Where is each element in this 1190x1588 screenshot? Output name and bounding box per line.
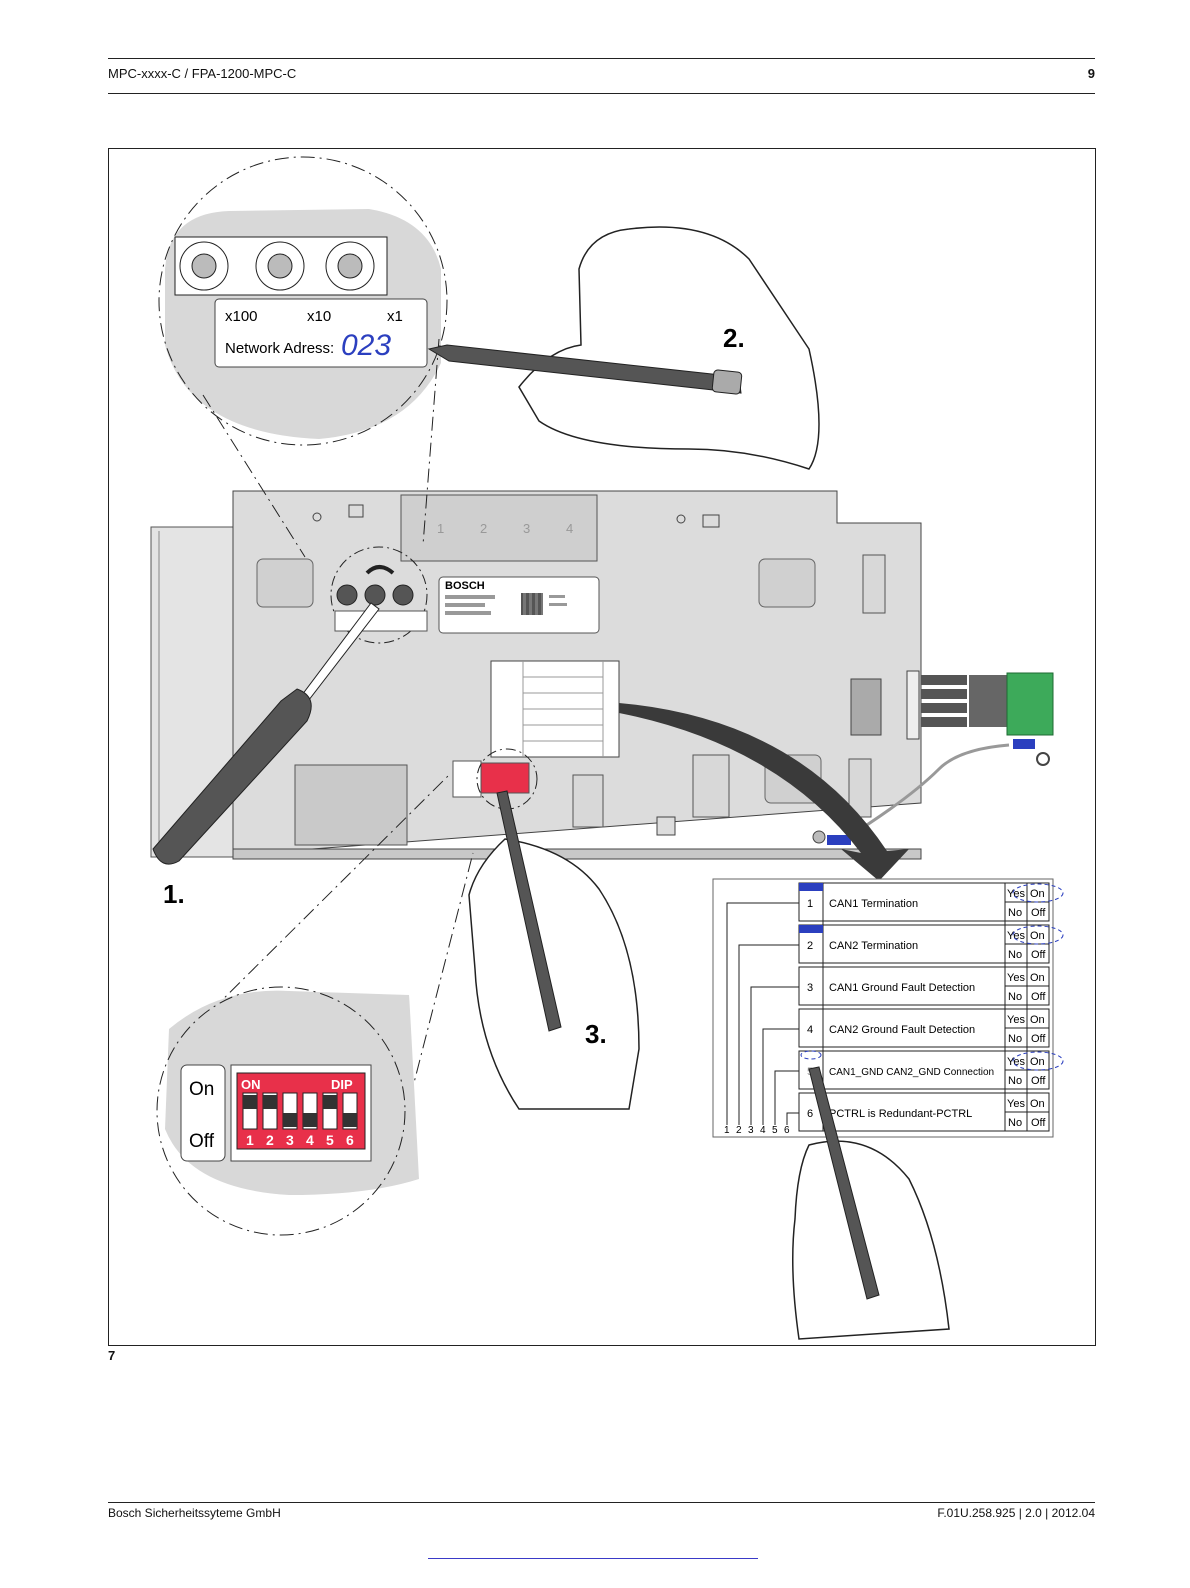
- row-6-yes: Yes: [1007, 1098, 1025, 1110]
- figure-number: 7: [108, 1348, 116, 1363]
- dip-number-2: 2: [266, 1132, 274, 1148]
- col-num-4: 4: [760, 1125, 766, 1136]
- brand-logo: BOSCH: [445, 580, 485, 592]
- address-label-card: [214, 298, 428, 368]
- dip-number-5: 5: [326, 1132, 334, 1148]
- dip-on-label: On: [189, 1079, 214, 1100]
- terminal-connectors: [827, 670, 1054, 845]
- row-5-label: CAN1_GND CAN2_GND Connection: [829, 1067, 994, 1078]
- row-2-yes: Yes: [1007, 930, 1025, 942]
- row-4-no: No: [1008, 1033, 1022, 1045]
- row-1-on: On: [1030, 888, 1045, 900]
- link-underline: [428, 1558, 758, 1559]
- row-5-no: No: [1008, 1075, 1022, 1087]
- row-3-num: 3: [807, 982, 813, 994]
- dip-number-3: 3: [286, 1132, 294, 1148]
- dip-number-1: 1: [246, 1132, 254, 1148]
- row-4-on: On: [1030, 1014, 1045, 1026]
- row-1-no: No: [1008, 907, 1022, 919]
- product-label: [438, 576, 600, 634]
- screwdriver: [152, 602, 380, 865]
- row-1-yes: Yes: [1007, 888, 1025, 900]
- rotary-switch-zoom: x100 x10 x1 Network Adress: 023: [158, 156, 448, 558]
- document-reference: F.01U.258.925 | 2.0 | 2012.04: [937, 1506, 1095, 1520]
- col-num-1: 1: [724, 1125, 730, 1136]
- page-footer: Bosch Sicherheitssyteme GmbH F.01U.258.9…: [108, 1502, 1095, 1525]
- row-6-off: Off: [1031, 1117, 1046, 1129]
- row-3-label: CAN1 Ground Fault Detection: [829, 982, 975, 994]
- row-6-no: No: [1008, 1117, 1022, 1129]
- dip-switch-zoom: On Off ON DIP 1 2 3 4 5 6: [156, 774, 474, 1236]
- svg-text:4: 4: [566, 521, 573, 536]
- svg-text:1: 1: [437, 521, 444, 536]
- row-4-off: Off: [1031, 1033, 1046, 1045]
- col-num-6: 6: [784, 1125, 790, 1136]
- row-2-label: CAN2 Termination: [829, 940, 918, 952]
- dip-settings-table: 1 CAN1 Termination Yes On No Off 2 CAN2 …: [712, 878, 1064, 1138]
- connector-numbers: 1 2 3 4: [437, 521, 573, 536]
- step-1-label: 1.: [163, 879, 185, 909]
- row-3-yes: Yes: [1007, 972, 1025, 984]
- arrow-to-table: [619, 703, 909, 881]
- switch-on-text: ON: [241, 1077, 261, 1092]
- dip-number-4: 4: [306, 1132, 314, 1148]
- row-2-num: 2: [807, 940, 813, 952]
- row-4-label: CAN2 Ground Fault Detection: [829, 1024, 975, 1036]
- page-number: 9: [1087, 66, 1095, 81]
- figure-frame: 1 2 3 4 BOSCH: [108, 148, 1096, 1346]
- device-board: 1 2 3 4 BOSCH: [150, 490, 922, 860]
- dip-levers: [242, 1092, 358, 1130]
- row-3-on: On: [1030, 972, 1045, 984]
- network-address-field: Network Adress:: [225, 340, 334, 357]
- multiplier-x100: x100: [225, 308, 258, 325]
- row-1-off: Off: [1031, 907, 1046, 919]
- installation-illustration: 1 2 3 4 BOSCH: [150, 156, 1064, 1340]
- hand-pencil-top: [427, 226, 820, 470]
- step-3-label: 3.: [585, 1019, 607, 1049]
- company-name: Bosch Sicherheitssyteme GmbH: [108, 1506, 281, 1520]
- row-3-no: No: [1008, 991, 1022, 1003]
- col-num-5: 5: [772, 1125, 778, 1136]
- svg-text:3: 3: [523, 521, 530, 536]
- step-2-label: 2.: [723, 323, 745, 353]
- dip-number-6: 6: [346, 1132, 354, 1148]
- row-4-yes: Yes: [1007, 1014, 1025, 1026]
- row-5-off: Off: [1031, 1075, 1046, 1087]
- dip-off-label: Off: [189, 1131, 215, 1152]
- row-5-on: On: [1030, 1056, 1045, 1068]
- row-1-num: 1: [807, 898, 813, 910]
- row-2-no: No: [1008, 949, 1022, 961]
- col-num-3: 3: [748, 1125, 754, 1136]
- multiplier-x10: x10: [307, 308, 331, 325]
- row-5-yes: Yes: [1007, 1056, 1025, 1068]
- row-3-off: Off: [1031, 991, 1046, 1003]
- row-4-num: 4: [807, 1024, 813, 1036]
- page-header: MPC-xxxx-C / FPA-1200-MPC-C 9: [108, 58, 1095, 94]
- row-1-label: CAN1 Termination: [829, 898, 918, 910]
- hand-pencil-middle: [468, 790, 640, 1110]
- svg-text:2: 2: [480, 521, 487, 536]
- row-2-off: Off: [1031, 949, 1046, 961]
- network-address-value: 023: [341, 329, 391, 362]
- hand-pencil-bottom: [792, 1066, 950, 1340]
- row-2-on: On: [1030, 930, 1045, 942]
- row-6-label: PCTRL is Redundant-PCTRL: [829, 1108, 972, 1120]
- document-title: MPC-xxxx-C / FPA-1200-MPC-C: [108, 66, 297, 81]
- row-6-on: On: [1030, 1098, 1045, 1110]
- multiplier-x1: x1: [387, 308, 403, 325]
- col-num-2: 2: [736, 1125, 742, 1136]
- switch-dip-text: DIP: [331, 1077, 353, 1092]
- row-6-num: 6: [807, 1108, 813, 1120]
